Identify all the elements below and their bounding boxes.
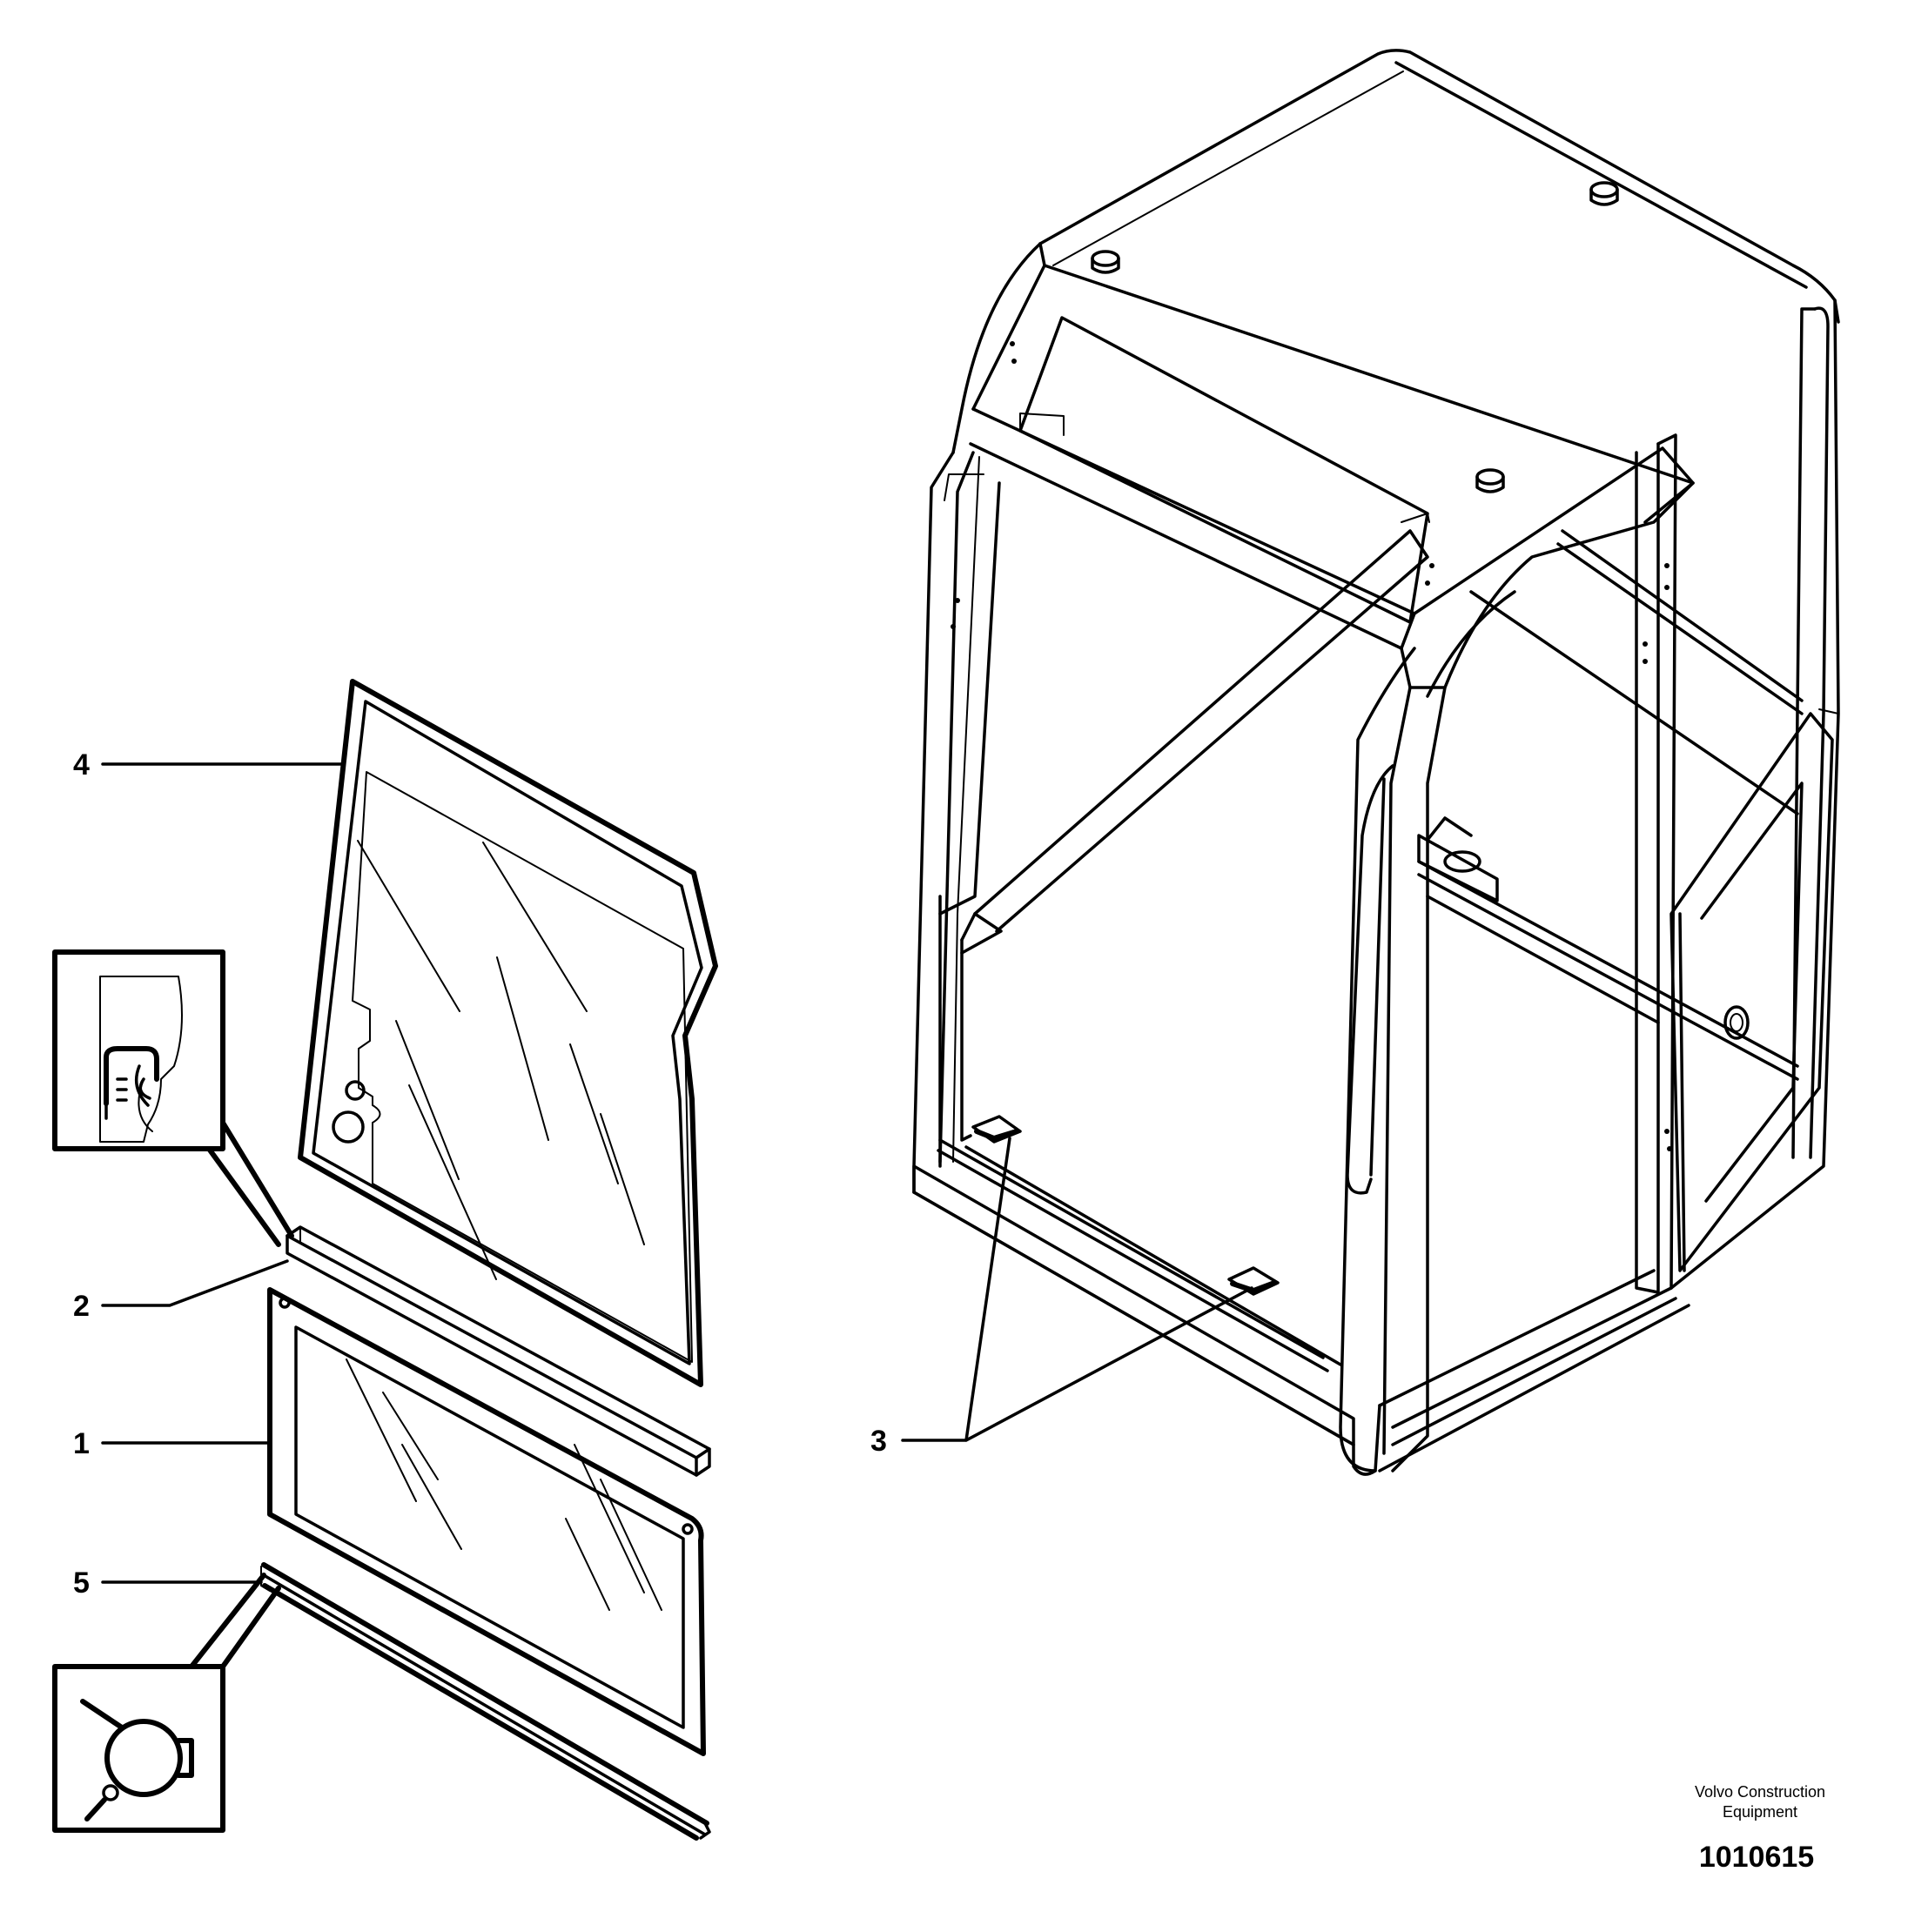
roof-bump: [1091, 250, 1120, 274]
brand-line-1: Volvo Construction: [1695, 1783, 1825, 1801]
upper-door-glass: [298, 679, 718, 1387]
lower-door-glass: [267, 1287, 706, 1756]
roof-bump: [1475, 468, 1505, 493]
bottom-rail: [260, 1562, 711, 1841]
adhesive-detail-box: [52, 1573, 281, 1833]
callout-3: 3: [870, 1425, 887, 1458]
seal-detail-box: [52, 949, 294, 1247]
brand-line-2: Equipment: [1723, 1803, 1797, 1821]
callout-4: 4: [73, 748, 90, 782]
floor-pad: [971, 1115, 1022, 1144]
floor-pad: [1227, 1266, 1280, 1296]
cab-frame: [912, 49, 1840, 1476]
roof-bump: [1589, 181, 1619, 206]
seal-strip: [286, 1225, 711, 1477]
frame-holes: [951, 341, 1672, 1151]
document-number: 1010615: [1699, 1841, 1814, 1874]
seal-profile-icon: [99, 976, 183, 1143]
callout-2: 2: [73, 1290, 90, 1323]
adhesive-tube-icon: [80, 1699, 194, 1821]
callout-5: 5: [73, 1566, 90, 1600]
callout-1: 1: [73, 1427, 90, 1460]
pivot-lug: [1417, 816, 1499, 902]
callout-leaders: [101, 762, 1253, 1584]
